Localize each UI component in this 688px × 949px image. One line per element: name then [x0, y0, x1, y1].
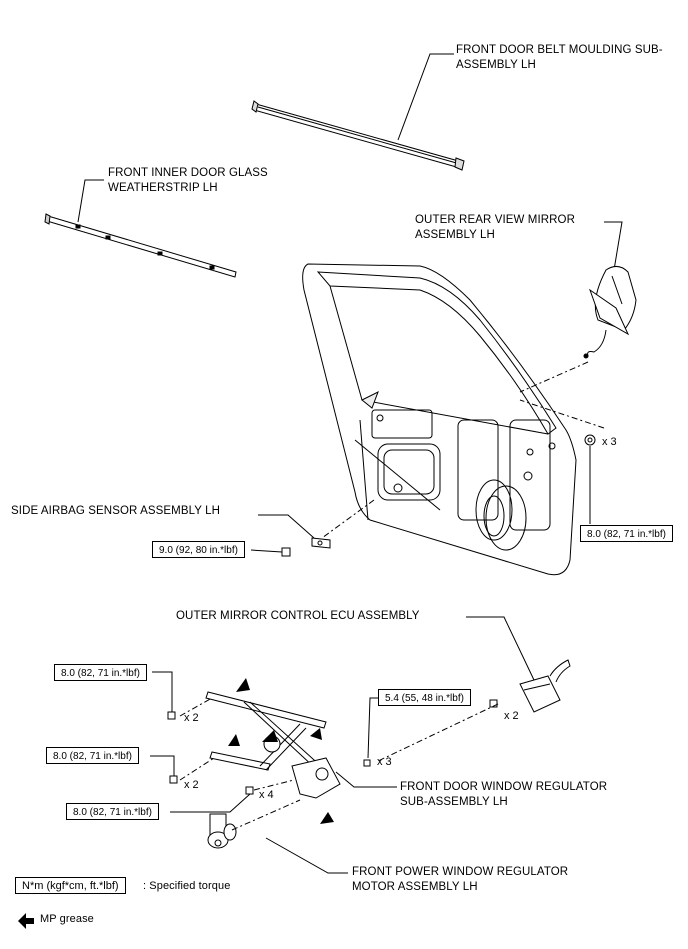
legend-torque-box: N*m (kgf*cm, ft.*lbf)	[15, 877, 126, 894]
fasteners	[167, 434, 596, 795]
torque-box-airbag: 9.0 (92, 80 in.*lbf)	[152, 541, 245, 558]
door-panel-part	[302, 263, 577, 576]
mirror-ecu-part	[519, 659, 571, 713]
mirror-label: OUTER REAR VIEW MIRROR	[415, 214, 576, 226]
torque-box-reg-lower: 8.0 (82, 71 in.*lbf)	[66, 803, 159, 820]
regulator-motor-part	[207, 813, 237, 849]
inner-weatherstrip-label-2: WEATHERSTRIP LH	[108, 182, 218, 194]
leader-lines	[77, 53, 623, 874]
legend-grease: MP grease	[40, 913, 94, 925]
torque-box-reg-mid: 8.0 (82, 71 in.*lbf)	[46, 747, 139, 764]
grease-markers	[18, 678, 334, 929]
torque-box-mirror: 8.0 (82, 71 in.*lbf)	[580, 525, 673, 542]
belt-moulding-label-2: ASSEMBLY LH	[456, 59, 536, 71]
motor-label: FRONT POWER WINDOW REGULATOR	[352, 866, 569, 878]
qty-mirror-nut: x 3	[602, 436, 617, 448]
torque-box-ecu: 5.4 (55, 48 in.*lbf)	[378, 689, 471, 706]
torque-leaders	[150, 446, 591, 813]
window-regulator-part	[205, 691, 341, 799]
qty-reg-screw: x 3	[377, 756, 392, 768]
regulator-label: FRONT DOOR WINDOW REGULATOR	[400, 781, 608, 793]
legend-torque-desc: : Specified torque	[143, 880, 231, 892]
inner-weatherstrip-part	[44, 213, 237, 278]
motor-label-2: MOTOR ASSEMBLY LH	[352, 881, 478, 893]
torque-box-reg-upper: 8.0 (82, 71 in.*lbf)	[54, 664, 147, 681]
regulator-label-2: SUB-ASSEMBLY LH	[400, 796, 508, 808]
mirror-ecu-label: OUTER MIRROR CONTROL ECU ASSEMBLY	[176, 610, 420, 622]
qty-reg-upper: x 2	[184, 712, 199, 724]
inner-weatherstrip-label: FRONT INNER DOOR GLASS	[108, 167, 268, 179]
qty-ecu-screw: x 2	[504, 710, 519, 722]
belt-moulding-label: FRONT DOOR BELT MOULDING SUB-	[456, 44, 663, 56]
qty-reg-lower: x 4	[259, 789, 274, 801]
qty-reg-mid: x 2	[184, 779, 199, 791]
airbag-sensor-label: SIDE AIRBAG SENSOR ASSEMBLY LH	[11, 505, 221, 517]
alignment-lines	[179, 361, 605, 831]
airbag-sensor-part	[311, 537, 331, 549]
belt-moulding-part	[251, 100, 465, 171]
outer-mirror-part	[583, 266, 637, 359]
mirror-label-2: ASSEMBLY LH	[415, 229, 495, 241]
